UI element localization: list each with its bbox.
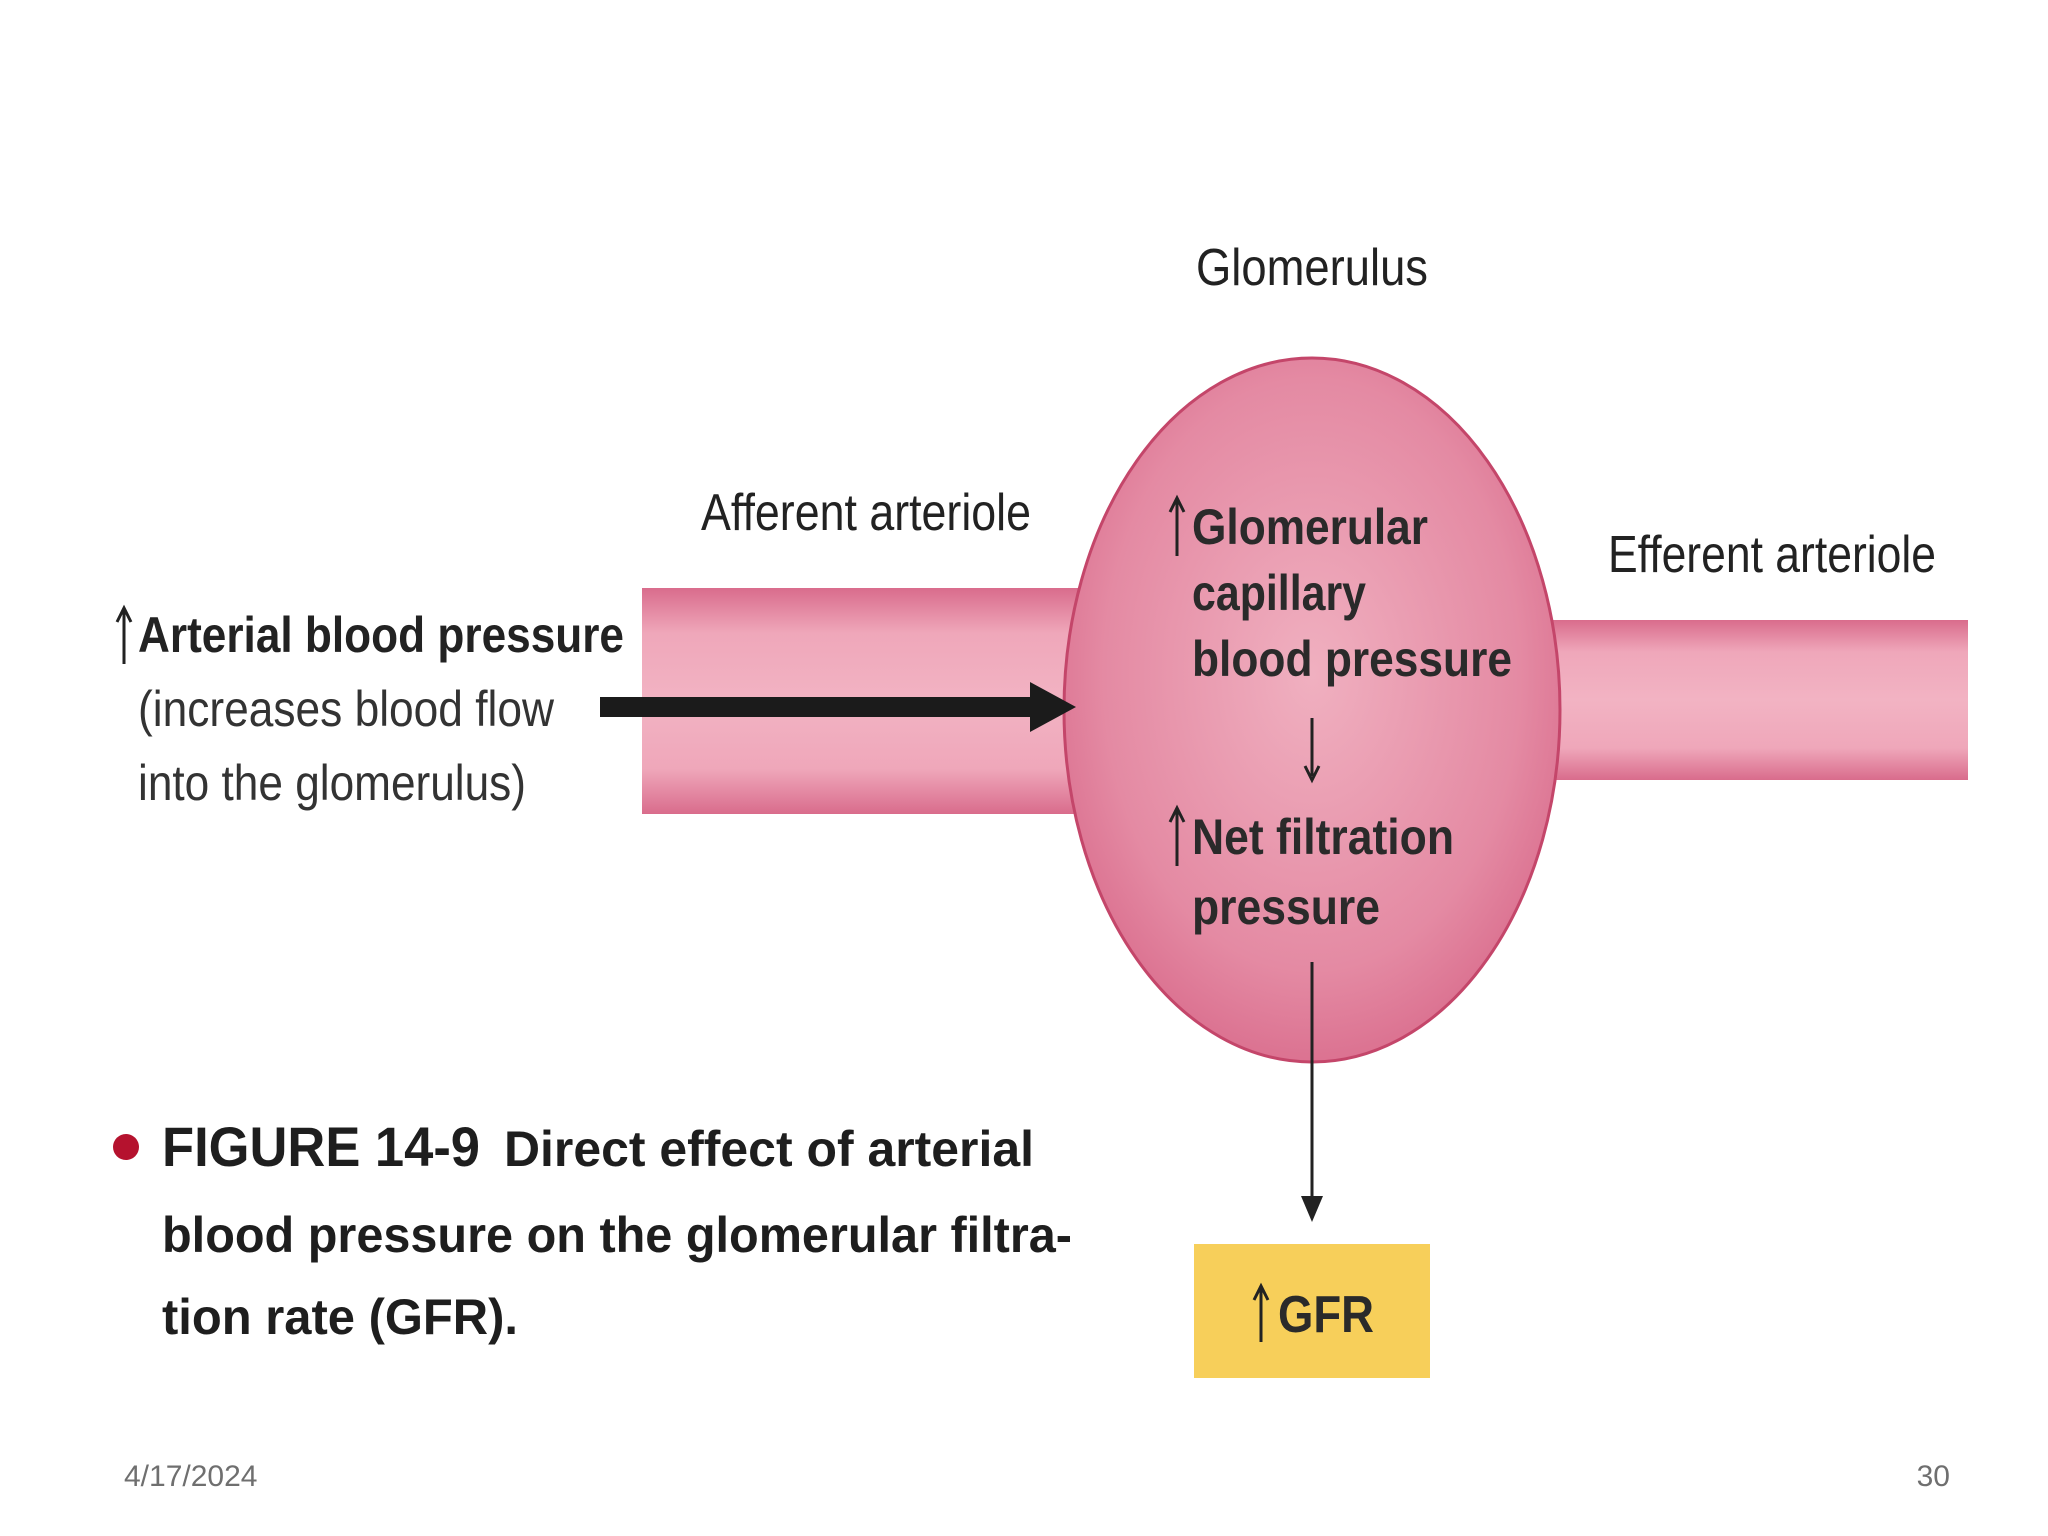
arterial-pressure-title: Arterial blood pressure	[138, 607, 624, 663]
blood-flow-arrow	[600, 682, 1076, 732]
gfr-label: GFR	[1278, 1286, 1374, 1344]
caption-line2: blood pressure on the glomerular filtra-	[162, 1207, 1072, 1263]
slide-number: 30	[1916, 1460, 1950, 1493]
up-arrow-icon	[115, 604, 133, 664]
efferent-arteriole-vessel	[1500, 620, 1968, 780]
glomerulus-label: Glomerulus	[1196, 239, 1428, 297]
glomerular-pressure-line2: capillary	[1192, 565, 1366, 621]
arterial-pressure-line2: into the glomerulus)	[138, 755, 526, 811]
up-arrow-icon	[1252, 1282, 1270, 1342]
net-filtration-line1: Net filtration	[1192, 809, 1454, 865]
gfr-box: GFR	[1194, 1244, 1430, 1378]
arterial-pressure-line1: (increases blood flow	[138, 681, 555, 737]
glomerulus-bulb	[1062, 356, 1562, 1064]
down-arrow-icon	[1303, 718, 1321, 784]
net-filtration-block: Net filtration pressure	[1168, 804, 1454, 935]
caption-bullet	[113, 1134, 139, 1160]
caption-line1: Direct effect of arterial	[504, 1121, 1034, 1177]
gfr-arrow	[1301, 962, 1323, 1222]
net-filtration-line2: pressure	[1192, 879, 1380, 935]
afferent-arteriole-label: Afferent arteriole	[701, 484, 1031, 542]
glomerular-pressure-line1: Glomerular	[1192, 499, 1428, 555]
figure-caption: FIGURE 14-9 Direct effect of arterial bl…	[113, 1115, 1072, 1345]
caption-line3: tion rate (GFR).	[162, 1289, 518, 1345]
arterial-pressure-block: Arterial blood pressure (increases blood…	[115, 604, 624, 811]
up-arrow-icon	[1168, 804, 1186, 866]
glomerular-pressure-block: Glomerular capillary blood pressure	[1168, 494, 1512, 687]
caption-figure-number: FIGURE 14-9	[162, 1115, 480, 1178]
footer-date: 4/17/2024	[124, 1460, 258, 1493]
glomerular-pressure-line3: blood pressure	[1192, 631, 1512, 687]
efferent-arteriole-label: Efferent arteriole	[1608, 526, 1936, 584]
up-arrow-icon	[1168, 494, 1186, 556]
